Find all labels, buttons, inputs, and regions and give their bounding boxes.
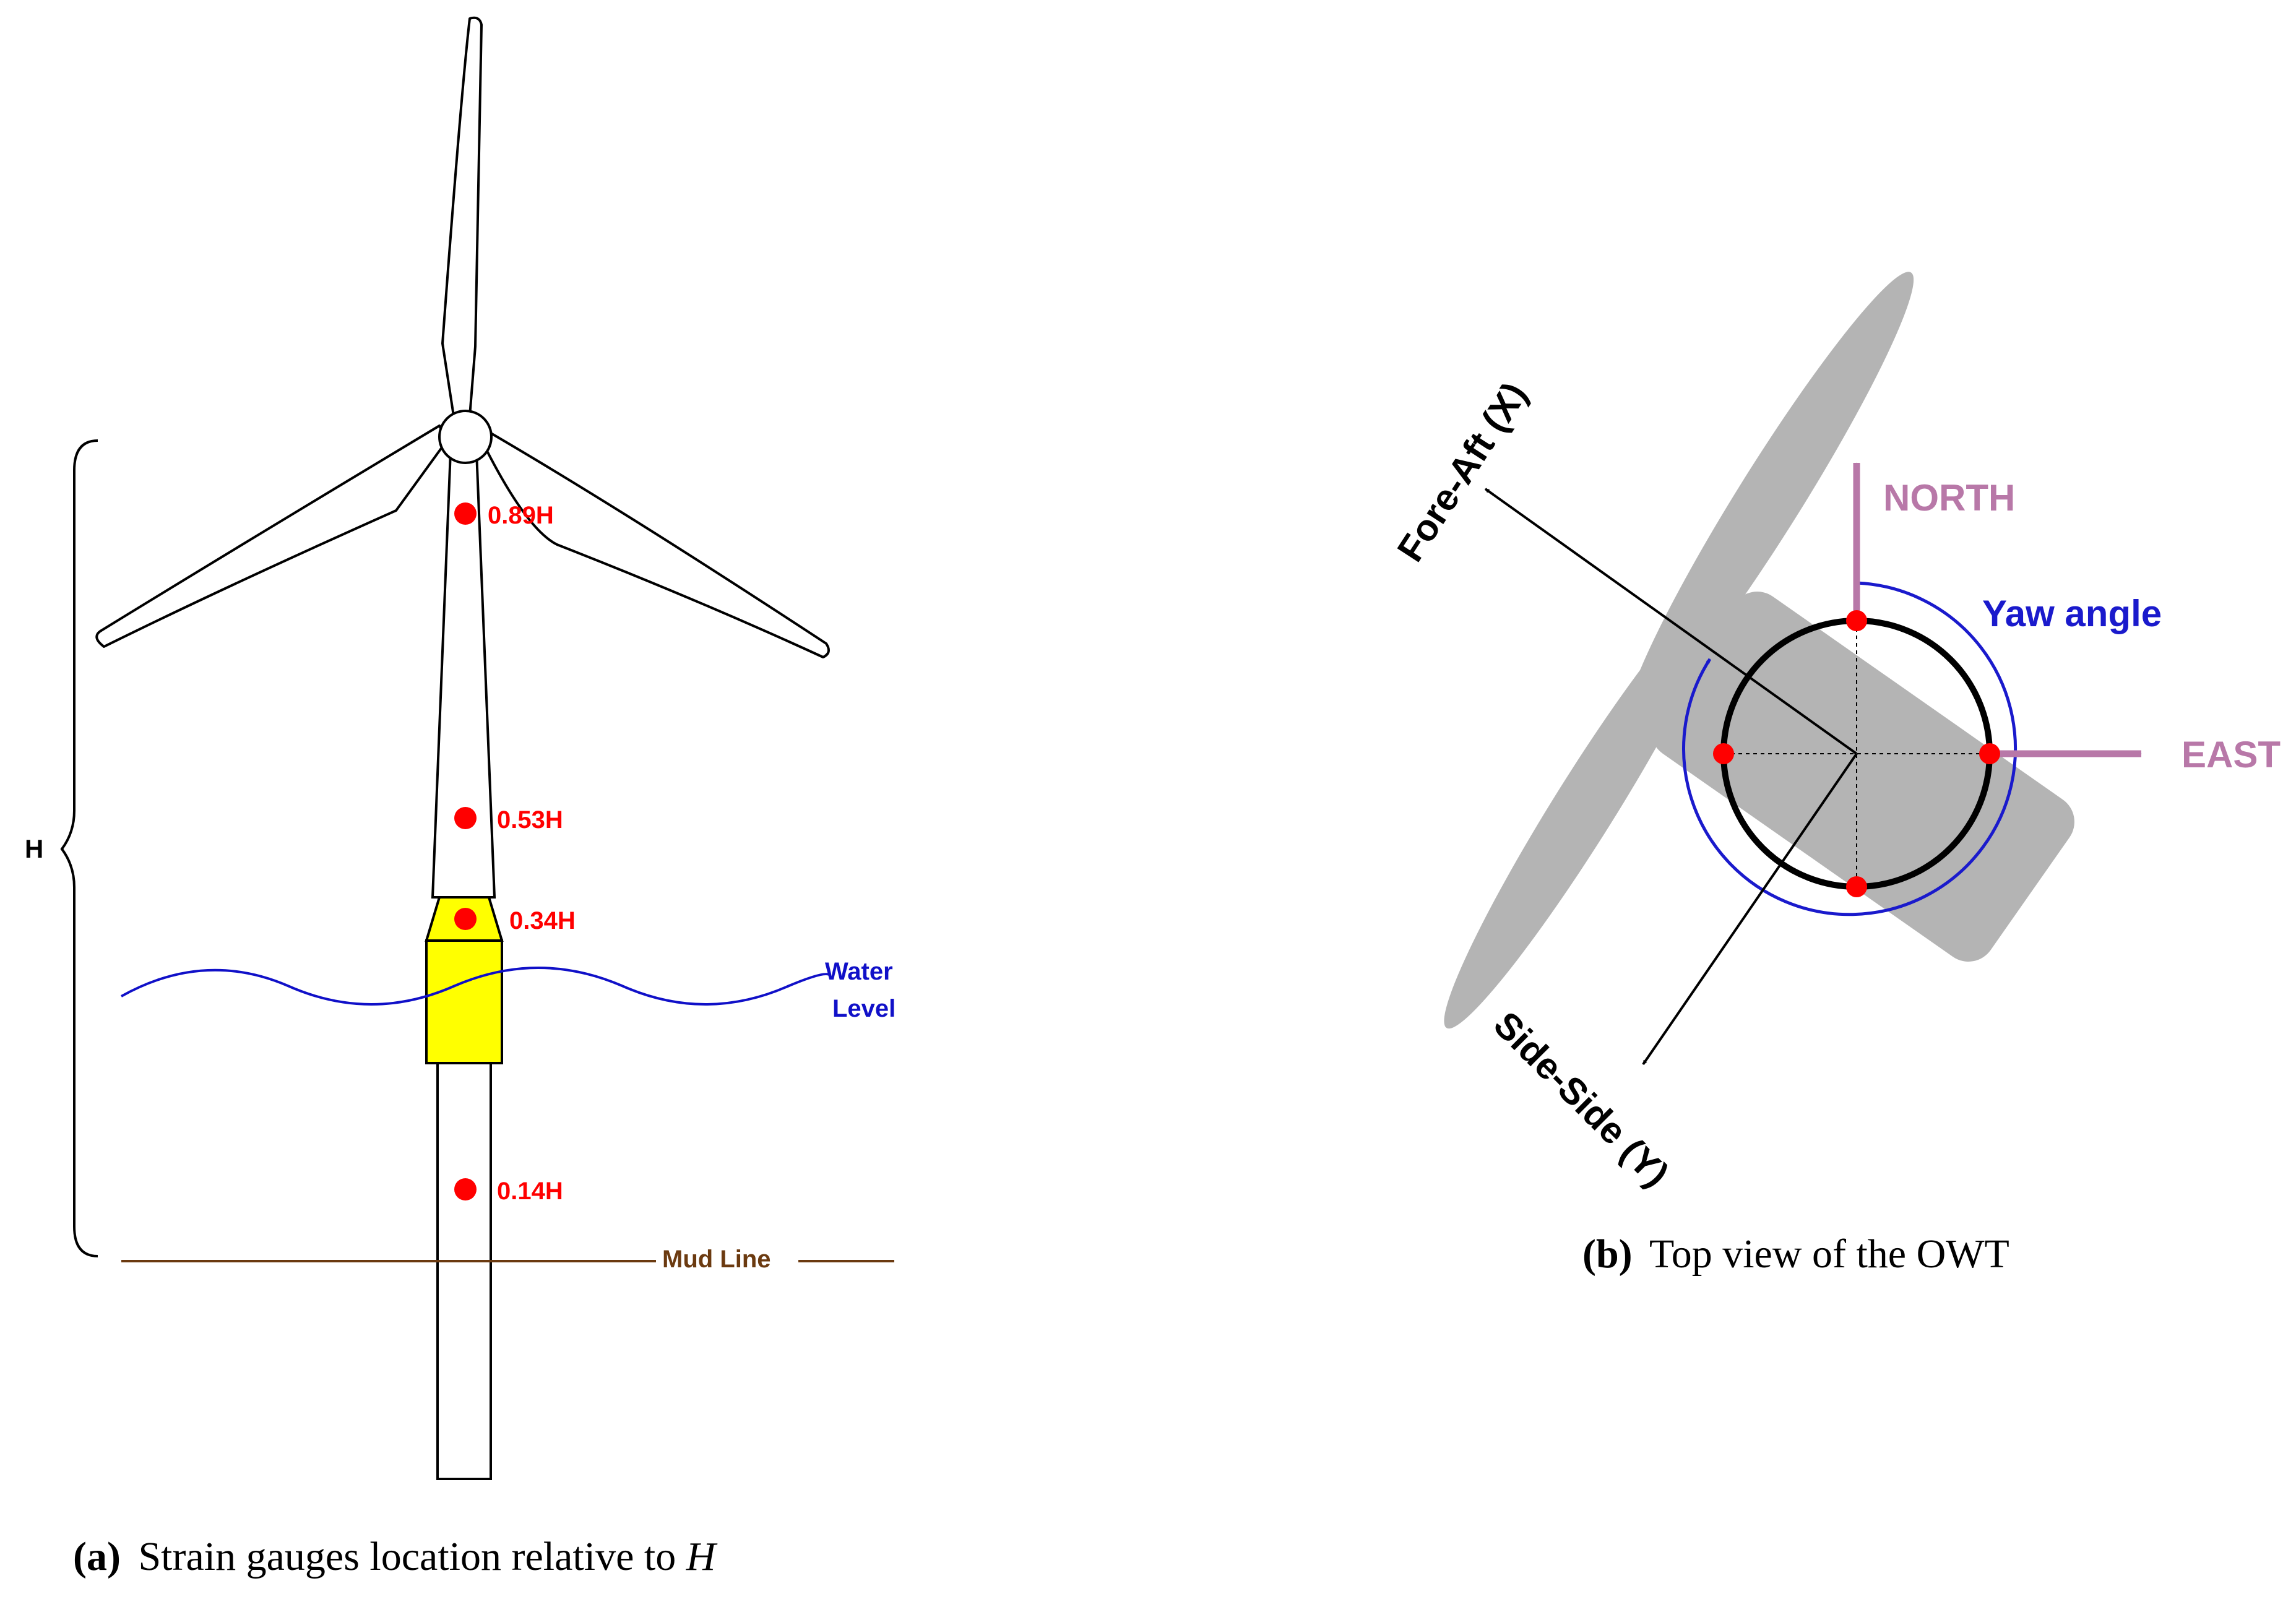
fore-aft-label: Fore-Aft (X) (1389, 375, 1535, 569)
blade-up (441, 16, 483, 425)
height-label: H (25, 834, 43, 863)
panel-a-turbine-side-view: H Water Level Mud Line 0.8 (25, 16, 896, 1579)
water-level-line (121, 967, 830, 1006)
svg-text:0.53H: 0.53H (497, 806, 563, 834)
rotor-hub (438, 410, 493, 464)
yaw-angle-arc (1682, 581, 2018, 916)
gauge-0-14H: 0.14H (454, 1178, 563, 1205)
yaw-angle-label: Yaw angle (1982, 593, 2162, 634)
mud-line-label: Mud Line (662, 1246, 771, 1273)
rotor-top-view (1444, 272, 1914, 1029)
rotor-blades (95, 16, 830, 658)
caption-b: (b) Top view of the OWT (1582, 1231, 2009, 1277)
panel-b-top-view: Fore-Aft (X) Side-Side (Y) NORTH EAST Ya… (1389, 272, 2281, 1277)
strain-gauges: 0.89H 0.53H 0.34H 0.14H (454, 502, 576, 1205)
svg-text:0.89H: 0.89H (488, 502, 554, 529)
east-label: EAST (2182, 734, 2281, 775)
fore-aft-axis (1484, 488, 1858, 755)
gauge-0-53H: 0.53H (454, 806, 563, 834)
height-bracket (60, 439, 98, 1257)
side-side-label: Side-Side (Y) (1486, 1004, 1677, 1195)
caption-a: (a) Strain gauges location relative to H (73, 1534, 718, 1579)
side-side-axis (1642, 752, 1858, 1066)
water-label-line2: Level (832, 995, 896, 1022)
blade-right (479, 426, 830, 658)
transition-piece (425, 896, 504, 1064)
gauge-0-34H: 0.34H (454, 907, 576, 934)
circle-gauge-points (1713, 610, 2000, 897)
svg-text:0.14H: 0.14H (497, 1178, 563, 1205)
blade-left (95, 425, 448, 648)
north-label: NORTH (1883, 477, 2015, 519)
monopile (436, 1062, 492, 1480)
water-label-line1: Water (825, 958, 893, 985)
gauge-0-89H: 0.89H (454, 502, 554, 529)
svg-text:0.34H: 0.34H (509, 907, 576, 934)
